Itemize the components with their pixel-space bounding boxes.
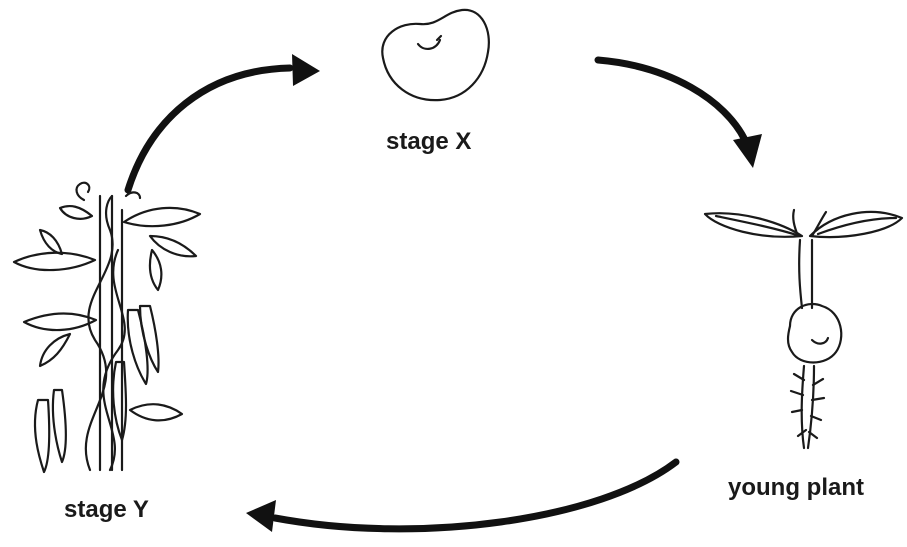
mature-plant-illustration (12, 181, 202, 474)
arrow-y-to-x (124, 54, 320, 194)
arrow-young-plant-to-y (246, 458, 680, 533)
seedling-illustration (703, 208, 904, 450)
arrow-x-to-young-plant (594, 56, 762, 168)
stage-y-label: stage Y (64, 496, 149, 523)
young-plant-label: young plant (728, 474, 864, 501)
stage-x-label: stage X (386, 128, 472, 155)
seed-illustration (381, 8, 490, 102)
